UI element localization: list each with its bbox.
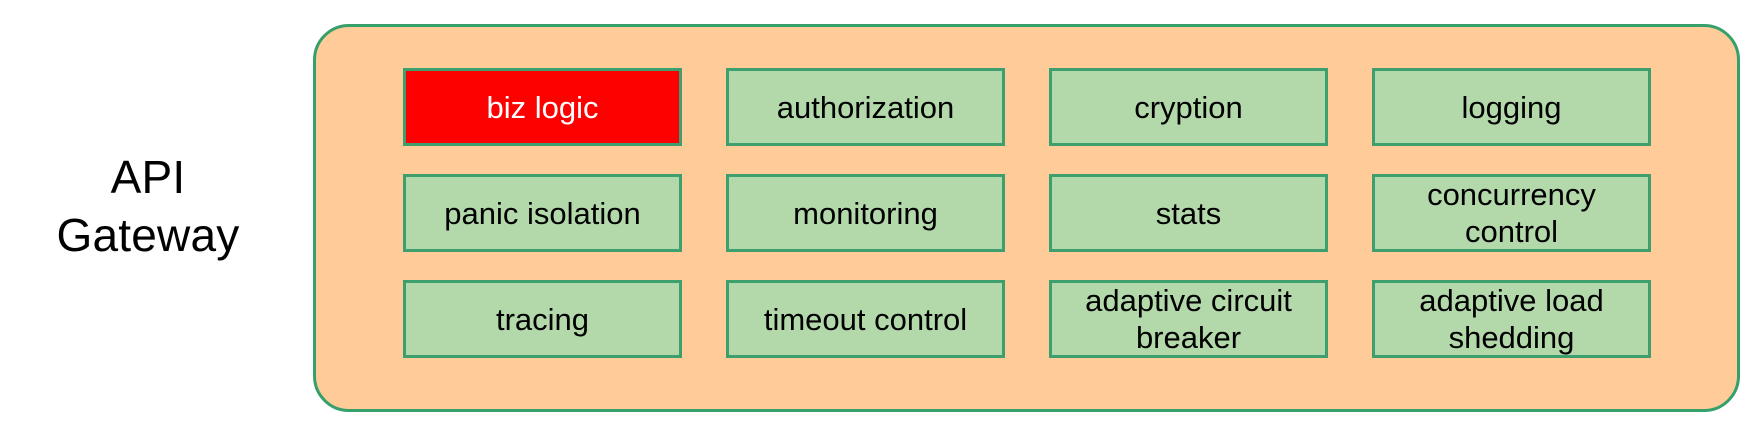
- capability-box-label: timeout control: [763, 301, 968, 337]
- capability-box-stats[interactable]: stats: [1049, 174, 1328, 252]
- capability-box-biz-logic[interactable]: biz logic: [403, 68, 682, 146]
- capability-box-logging[interactable]: logging: [1372, 68, 1651, 146]
- capability-box-tracing[interactable]: tracing: [403, 280, 682, 358]
- capability-grid: biz logic authorization cryption logging pan…: [403, 68, 1652, 358]
- capability-box-adaptive-load-shedding[interactable]: adaptive load shedding: [1372, 280, 1651, 358]
- capability-box-panic-isolation[interactable]: panic isolation: [403, 174, 682, 252]
- capability-box-label: stats: [1155, 195, 1222, 231]
- api-gateway-label: API Gateway: [56, 151, 240, 261]
- capability-box-concurrency-control[interactable]: concurrency control: [1372, 174, 1651, 252]
- capability-box-timeout-control[interactable]: timeout control: [726, 280, 1005, 358]
- capability-box-label: adaptive circuit breaker: [1085, 283, 1292, 355]
- capability-box-label: concurrency control: [1427, 177, 1596, 249]
- capability-box-label: biz logic: [486, 89, 599, 125]
- capability-box-label: cryption: [1134, 89, 1243, 125]
- capability-box-label: monitoring: [793, 195, 938, 231]
- api-gateway-container: biz logic authorization cryption logging pan…: [313, 24, 1740, 412]
- capability-box-cryption[interactable]: cryption: [1049, 68, 1328, 146]
- capability-box-label: logging: [1461, 89, 1562, 125]
- capability-box-monitoring[interactable]: monitoring: [726, 174, 1005, 252]
- capability-box-authorization[interactable]: authorization: [726, 68, 1005, 146]
- capability-box-label: authorization: [776, 89, 955, 125]
- capability-box-label: adaptive load shedding: [1419, 283, 1604, 355]
- capability-box-adaptive-circuit-breaker[interactable]: adaptive circuit breaker: [1049, 280, 1328, 358]
- capability-box-label: tracing: [495, 301, 590, 337]
- capability-box-label: panic isolation: [444, 195, 641, 231]
